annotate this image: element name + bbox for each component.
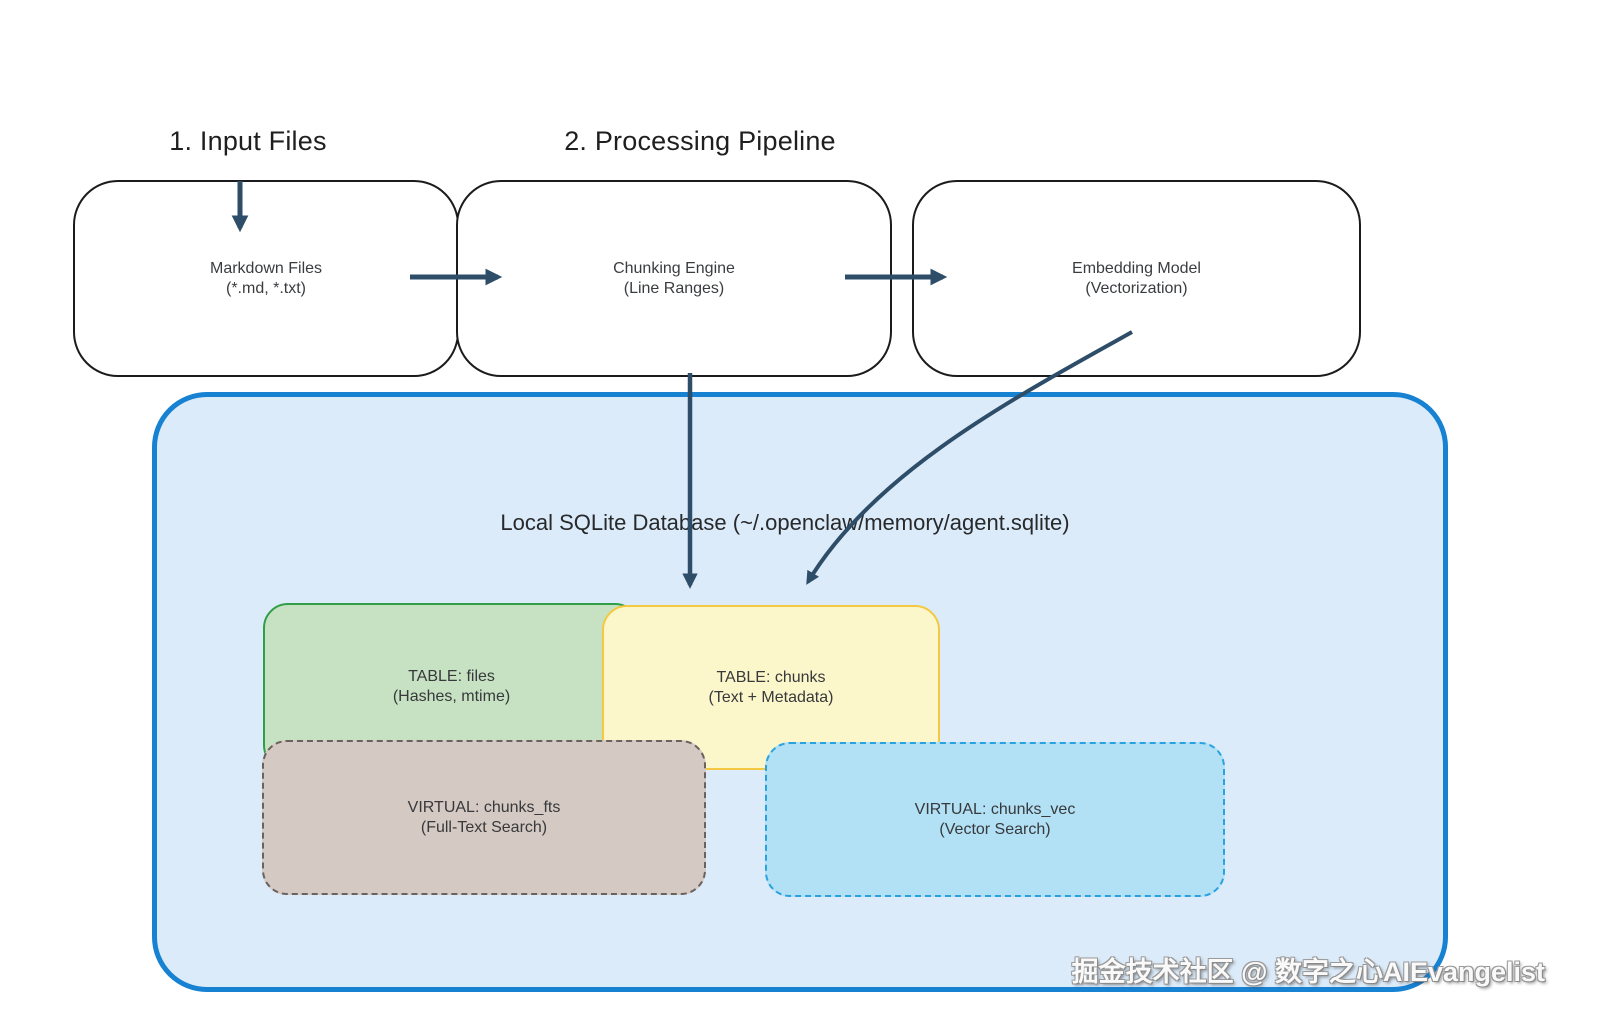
box-markdown-files: Markdown Files (*.md, *.txt) — [73, 180, 459, 377]
database-title: Local SQLite Database (~/.openclaw/memor… — [500, 510, 1070, 535]
virtual-chunks-vec-box: VIRTUAL: chunks_vec (Vector Search) — [765, 742, 1225, 897]
table-files-label-line1: TABLE: files — [408, 667, 495, 685]
table-files-label-line2: (Hashes, mtime) — [392, 687, 511, 705]
box-embedding-model: Embedding Model (Vectorization) — [912, 180, 1361, 377]
markdown-files-label-line1: Markdown Files — [209, 259, 323, 277]
embedding-model-label-line1: Embedding Model — [1072, 259, 1201, 277]
markdown-files-label-line2: (*.md, *.txt) — [225, 279, 306, 297]
chunking-engine-label-line1: Chunking Engine — [613, 259, 735, 277]
virtual-chunks-vec-label-line1: VIRTUAL: chunks_vec — [914, 800, 1076, 818]
heading-processing-pipeline: 2. Processing Pipeline — [564, 126, 836, 156]
chunking-engine-label-line2: (Line Ranges) — [623, 279, 725, 297]
watermark: 掘金技术社区 @ 数字之心AIEvangelist — [1071, 957, 1545, 987]
box-chunking-engine: Chunking Engine (Line Ranges) — [456, 180, 892, 377]
heading-input-files: 1. Input Files — [169, 126, 327, 156]
virtual-chunks-vec-label-line2: (Vector Search) — [939, 820, 1051, 838]
virtual-chunks-fts-box: VIRTUAL: chunks_fts (Full-Text Search) — [262, 740, 706, 895]
embedding-model-label-line2: (Vectorization) — [1085, 279, 1188, 297]
table-chunks-label-line1: TABLE: chunks — [716, 668, 826, 686]
virtual-chunks-fts-label-line1: VIRTUAL: chunks_fts — [407, 798, 561, 816]
virtual-chunks-fts-label-line2: (Full-Text Search) — [420, 818, 548, 836]
table-chunks-label-line2: (Text + Metadata) — [708, 688, 834, 706]
